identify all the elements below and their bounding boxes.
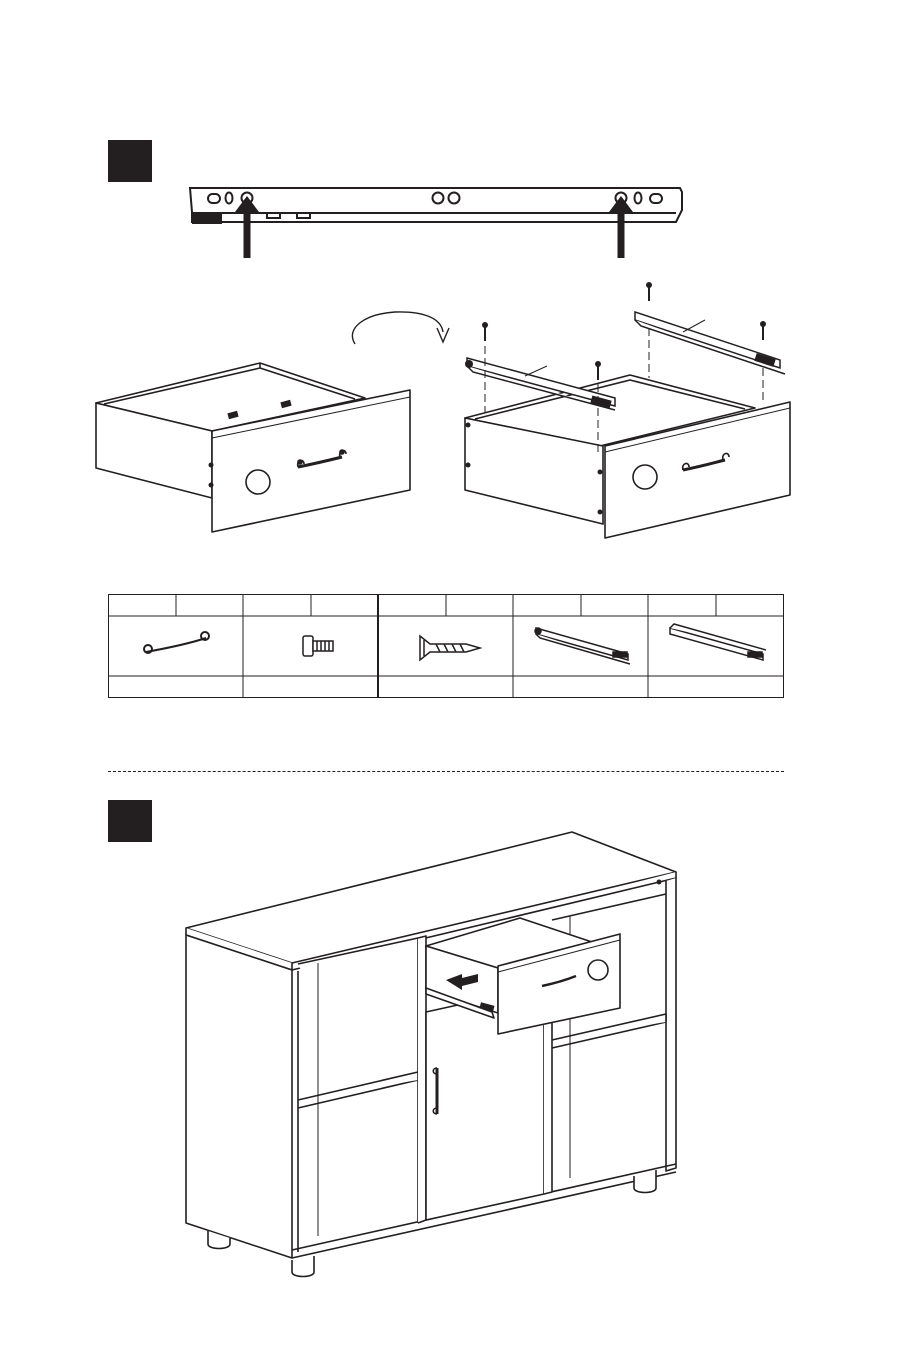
step-2-marker [108,800,152,842]
parts-table-grid [108,594,784,698]
handle-icon [144,632,209,653]
rotate-arrow-icon [345,306,455,351]
slide-rail-figure [186,182,686,262]
section-divider [108,771,784,772]
drawer-slide-right-icon [670,624,766,660]
bolt-icon [303,636,333,656]
drawer-slide-left-icon [535,628,630,664]
cabinet-figure [182,828,682,1280]
drawer-slide-detail [186,182,686,262]
drawer-with-slides-attached [455,280,800,545]
cabinet-drawer-insertion [182,828,682,1280]
wood-screw-icon [420,636,480,660]
drawer-slides-figure [455,280,800,545]
step-1-marker [108,140,152,182]
rotate-arrow [345,306,455,351]
parts-table [108,594,784,698]
